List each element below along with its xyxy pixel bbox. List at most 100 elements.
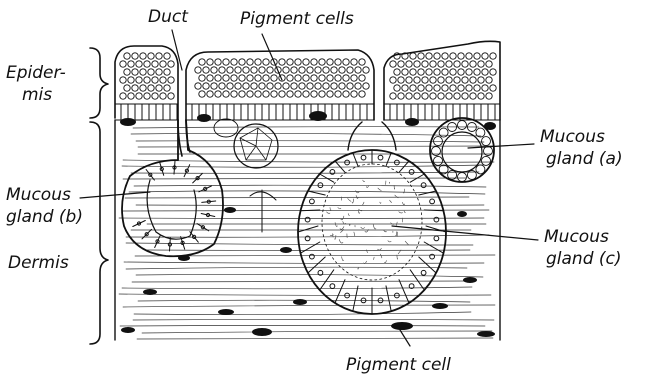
fiber	[122, 287, 472, 289]
secretion-mark	[380, 202, 381, 203]
epidermis-cell	[438, 61, 444, 67]
pigment-spot	[120, 118, 136, 126]
fiber	[132, 281, 470, 282]
secretion-mark	[380, 254, 382, 258]
epidermis-cell	[227, 67, 233, 73]
epidermis-cell	[160, 93, 166, 99]
epidermis-cell	[422, 61, 428, 67]
epidermis-cell	[156, 69, 162, 75]
epidermis-cell	[223, 59, 229, 65]
fiber	[125, 197, 469, 198]
epidermis-cell	[490, 53, 496, 59]
epidermis-cell	[446, 77, 452, 83]
gland-c-nucleus	[361, 155, 366, 160]
epidermis-cell	[402, 85, 408, 91]
epidermis-cell	[307, 83, 313, 89]
epidermis-cell	[124, 85, 130, 91]
epidermis-cell	[255, 75, 261, 81]
label-mucous-c-2: gland (c)	[546, 250, 622, 269]
epidermis-cell	[132, 53, 138, 59]
epidermis-cell	[315, 83, 321, 89]
epidermis-cell	[319, 75, 325, 81]
epidermis-cell	[410, 53, 416, 59]
epidermis-cell	[132, 85, 138, 91]
epidermis-cell	[207, 59, 213, 65]
epidermis-cell	[223, 75, 229, 81]
epidermis-cell	[299, 83, 305, 89]
epidermis-cell	[406, 93, 412, 99]
epidermis-cell	[359, 59, 365, 65]
epidermis-cell	[414, 93, 420, 99]
secretion-mark	[378, 188, 381, 190]
epidermis-cell	[303, 91, 309, 97]
gland-b-cell-wall	[170, 238, 171, 251]
label-pigment-cells: Pigment cells	[240, 10, 354, 29]
epidermis-cell	[247, 59, 253, 65]
epidermis-cell	[211, 83, 217, 89]
epidermis-cell	[315, 67, 321, 73]
fiber	[138, 146, 494, 147]
epidermis-cell	[156, 53, 162, 59]
epidermis-cell	[263, 75, 269, 81]
epidermis-cell	[398, 93, 404, 99]
pigment-spot	[405, 118, 419, 126]
epidermis-cell	[458, 69, 464, 75]
epidermis-cell	[454, 93, 460, 99]
secretion-mark	[352, 199, 354, 203]
gland-c-nucleus	[409, 170, 414, 175]
gland-b-cell-wall	[146, 170, 154, 181]
epidermis-cell	[199, 75, 205, 81]
pigment-spot	[197, 114, 211, 122]
epidermis-cell	[466, 69, 472, 75]
mucous-c-leader	[392, 226, 538, 240]
epidermis-cell	[462, 77, 468, 83]
epidermis-cell	[418, 53, 424, 59]
epidermis-cell	[148, 85, 154, 91]
epidermis-cell	[323, 67, 329, 73]
dermis-layer	[115, 111, 500, 340]
epidermis-cell	[430, 93, 436, 99]
gland-a-cell	[458, 173, 467, 182]
gland-a-cells	[432, 121, 493, 182]
gland-c-cell-wall	[424, 242, 443, 253]
epidermis-cell	[279, 59, 285, 65]
epidermis-cell	[474, 53, 480, 59]
epidermis-cell	[347, 83, 353, 89]
epidermis-cell	[327, 75, 333, 81]
epidermis-cell	[120, 93, 126, 99]
gland-c-cell-wall	[335, 280, 345, 303]
epidermis-cell	[363, 67, 369, 73]
pigment-spot	[143, 289, 157, 295]
gland-b-cell-wall	[201, 214, 215, 217]
epidermis-cell	[239, 75, 245, 81]
pigment-spot	[391, 322, 413, 330]
gland-b-cell-wall	[142, 229, 152, 239]
epidermis-cell	[283, 83, 289, 89]
epidermis-cell	[128, 77, 134, 83]
epidermis-cell	[136, 93, 142, 99]
pigment-spot	[280, 247, 292, 253]
epidermis-cell	[442, 53, 448, 59]
secretion-mark	[363, 180, 365, 181]
epidermis-cell	[406, 61, 412, 67]
pigment-spot	[224, 207, 236, 213]
pigment-spot	[432, 303, 448, 309]
epidermis-cell	[203, 83, 209, 89]
fiber	[131, 172, 479, 173]
gland-c-secretion	[322, 164, 422, 280]
epidermis-cell	[446, 93, 452, 99]
epidermis-cell	[470, 93, 476, 99]
epidermis-cell	[454, 77, 460, 83]
epidermis-cell	[394, 85, 400, 91]
label-mucous-a-2: gland (a)	[546, 150, 623, 169]
epidermis-cell	[478, 77, 484, 83]
label-epidermis-2: mis	[22, 86, 52, 105]
fiber	[136, 205, 484, 206]
epidermis-cell	[426, 53, 432, 59]
epidermis-cell	[490, 69, 496, 75]
gland-a-lumen	[442, 132, 482, 172]
epidermis-cell	[199, 59, 205, 65]
fiber	[119, 294, 491, 295]
epidermis-cell	[279, 91, 285, 97]
epidermis-cell	[466, 85, 472, 91]
